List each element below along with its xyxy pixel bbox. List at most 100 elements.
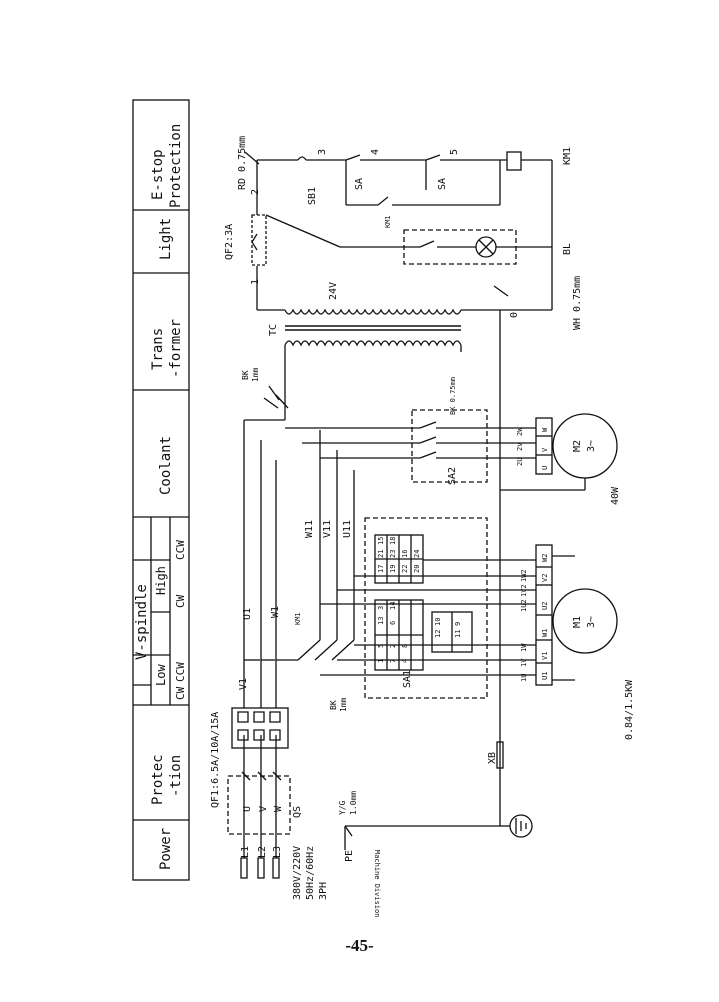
header-coolant: Coolant (158, 436, 174, 495)
label-u11: U11 (342, 520, 353, 538)
header-protection-2: -tion (168, 755, 184, 797)
header-low: Low (154, 664, 168, 686)
label-wh: WH 0.75mm (572, 276, 583, 330)
sa1-terminal-label: 7 (389, 659, 397, 663)
header-trans-1: Trans (150, 328, 166, 370)
header-protection-1: Protec (150, 754, 166, 805)
label-one: 1 (250, 279, 261, 285)
sa1-terminal-label: 8 (401, 644, 409, 648)
fuse-l1 (240, 857, 248, 879)
wire-2v: 2V (516, 442, 524, 451)
label-supply-3: 3PH (318, 882, 329, 900)
label-24v: 24V (328, 282, 339, 300)
qf2-breaker (251, 214, 267, 266)
sa1-terminal-label: 21 (377, 550, 385, 558)
page-number: -45- (345, 936, 374, 955)
xb-link (496, 741, 504, 769)
label-tc: TC (268, 324, 279, 336)
label-sa1: SA1 (402, 670, 413, 688)
label-km1-coil: KM1 (562, 147, 573, 165)
sa1-switch-block (364, 517, 488, 699)
wire-1v: 1V (520, 658, 528, 667)
term-w1: W1 (541, 629, 549, 637)
label-qf2: QF2:3A (224, 224, 235, 260)
sa1-terminal-label: 13 (377, 617, 385, 625)
label-sa-estop-2: SA (437, 178, 448, 190)
label-u1: U1 (242, 608, 253, 620)
label-yg-2: 1.0mm (349, 791, 358, 815)
sa1-terminal-label: 6 (389, 621, 397, 625)
header-high: High (154, 566, 168, 595)
fuse-l3 (272, 857, 280, 879)
label-bk-lower: BK (329, 700, 338, 710)
label-five: 5 (449, 149, 460, 155)
header-v-spindle: V-spindle (134, 584, 150, 660)
sa1-terminal-label: 24 (413, 550, 421, 558)
label-v: V (258, 806, 269, 812)
wire-1u: 1U (520, 674, 528, 682)
label-two: 2 (250, 189, 261, 195)
term-u2: U2 (541, 602, 549, 610)
label-bk-075: BK 0.75mm (449, 377, 457, 415)
sa2-box (411, 409, 488, 483)
label-km1-main: KM1 (294, 612, 302, 625)
label-m1-power: 0.84/1.5KW (624, 679, 635, 740)
label-w11: W11 (304, 520, 315, 538)
sa1-terminal-label: 9 (454, 622, 462, 626)
fuse-l2 (257, 857, 265, 879)
label-m1: M1 (572, 616, 583, 628)
sa1-terminal-label: 12 (434, 630, 442, 638)
sa1-terminal-label: 23 (389, 550, 397, 558)
label-supply-2: 50Hz/60Hz (305, 846, 316, 900)
label-four: 4 (370, 149, 381, 155)
label-rd: RD 0.75mm (237, 136, 248, 190)
motor-m2 (552, 413, 618, 479)
km1-coil (506, 151, 522, 171)
label-bl: BL (562, 243, 573, 255)
km1-contact (297, 639, 321, 661)
label-machine-division: Machine Division (373, 850, 381, 917)
label-bk-upper: BK (241, 370, 250, 380)
label-v11: V11 (322, 520, 333, 538)
sa1-terminal-label: 11 (454, 630, 462, 638)
label-yg-1: Y/G (338, 800, 347, 815)
term-u1: U1 (541, 672, 549, 680)
header-estop-1: E-stop (150, 149, 166, 200)
sa1-terminal-label: 19 (389, 565, 397, 573)
label-w: W (273, 805, 284, 812)
term-m2-v: V (541, 447, 549, 452)
wire-2w: 2W (516, 427, 524, 436)
header-high-cw: CW (174, 594, 187, 608)
header-estop-2: Protection (168, 124, 184, 208)
wire-1v2: 1V2 (520, 584, 528, 597)
label-pe: PE (344, 850, 355, 862)
sa1-terminal-label: 18 (389, 537, 397, 545)
qs-switch-box (227, 775, 291, 835)
wire-1w2: 1W2 (520, 569, 528, 582)
transformer-primary (284, 340, 462, 347)
sa2-contacts (419, 421, 437, 459)
transformer-secondary (284, 308, 462, 315)
label-u: U (242, 806, 253, 812)
term-m2-u: U (541, 466, 549, 470)
label-sa2: SA2 (447, 467, 458, 485)
label-qf1: QF1:6.5A/10A/15A (210, 712, 221, 808)
label-m1-phase: 3~ (586, 616, 597, 628)
label-bk-upper-size: 1mm (251, 367, 260, 382)
sa1-terminal-label: 3 (377, 606, 385, 610)
wire-1u2: 1U2 (520, 599, 528, 612)
header-trans-2: -former (168, 319, 184, 378)
term-v2: V2 (541, 574, 549, 582)
label-qs: QS (292, 806, 303, 818)
sa1-terminal-label: 4 (401, 659, 409, 663)
sa1-terminal-label: 20 (413, 565, 421, 573)
label-m2: M2 (572, 440, 583, 452)
sa1-terminal-label: 17 (377, 565, 385, 573)
label-supply-1: 380V/220V (292, 846, 303, 900)
label-km1-hold: KM1 (384, 215, 392, 228)
km1-contact (331, 639, 355, 661)
sa1-terminal-label: 16 (401, 550, 409, 558)
label-l3: L3 (272, 846, 283, 858)
